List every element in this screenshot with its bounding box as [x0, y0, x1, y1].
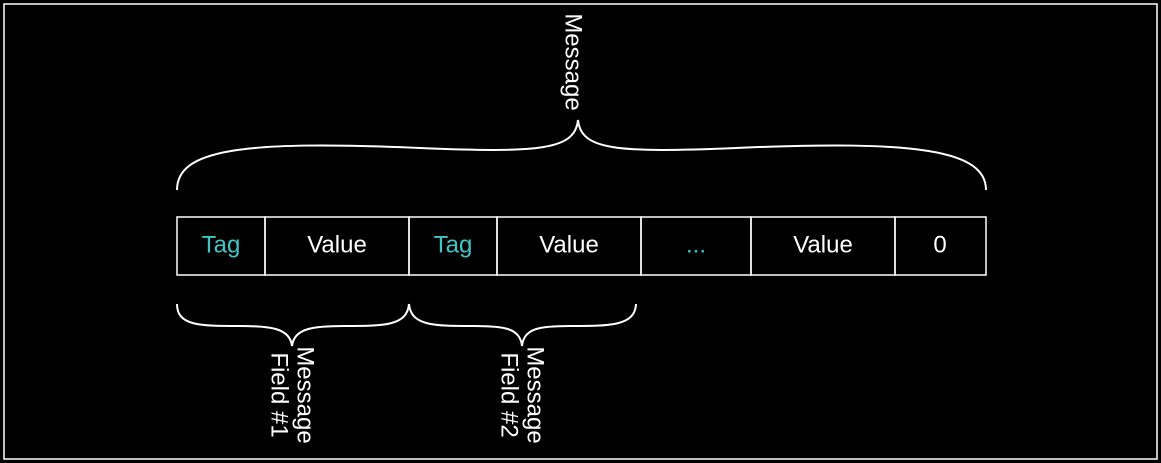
message-label: Message	[560, 13, 587, 110]
field-1-label: Message Field #1	[266, 346, 319, 443]
cell-value-1-label: Value	[307, 231, 367, 258]
cell-value-2: Value	[496, 216, 642, 276]
cell-value-3-label: Value	[793, 231, 853, 258]
cell-tag-1-label: Tag	[202, 231, 241, 258]
field-2-label-line1: Message	[522, 346, 549, 443]
cell-ellipsis: ...	[640, 216, 752, 276]
field-2-label-line2: Field #2	[496, 352, 523, 437]
diagram-frame	[3, 3, 1158, 460]
message-brace	[176, 119, 987, 191]
cell-tag-2-label: Tag	[434, 231, 473, 258]
cell-tag-1: Tag	[176, 216, 266, 276]
field-1-label-line2: Field #1	[266, 352, 293, 437]
field-2-label: Message Field #2	[496, 346, 549, 443]
cell-terminator-box	[894, 216, 987, 276]
cell-ellipsis-label: ...	[686, 231, 706, 258]
cell-terminator-label: 0	[933, 231, 946, 258]
cell-value-2-label: Value	[539, 231, 599, 258]
cell-value-1: Value	[264, 216, 410, 276]
cell-terminator: 0	[894, 216, 987, 276]
message-bytes-row: Tag Value Tag Value ... Value	[176, 216, 987, 276]
field-1-label-line1: Message	[292, 346, 319, 443]
field-1-brace	[176, 303, 410, 347]
field-2-brace	[408, 303, 637, 347]
cell-value-3: Value	[750, 216, 896, 276]
cell-tag-2: Tag	[408, 216, 498, 276]
